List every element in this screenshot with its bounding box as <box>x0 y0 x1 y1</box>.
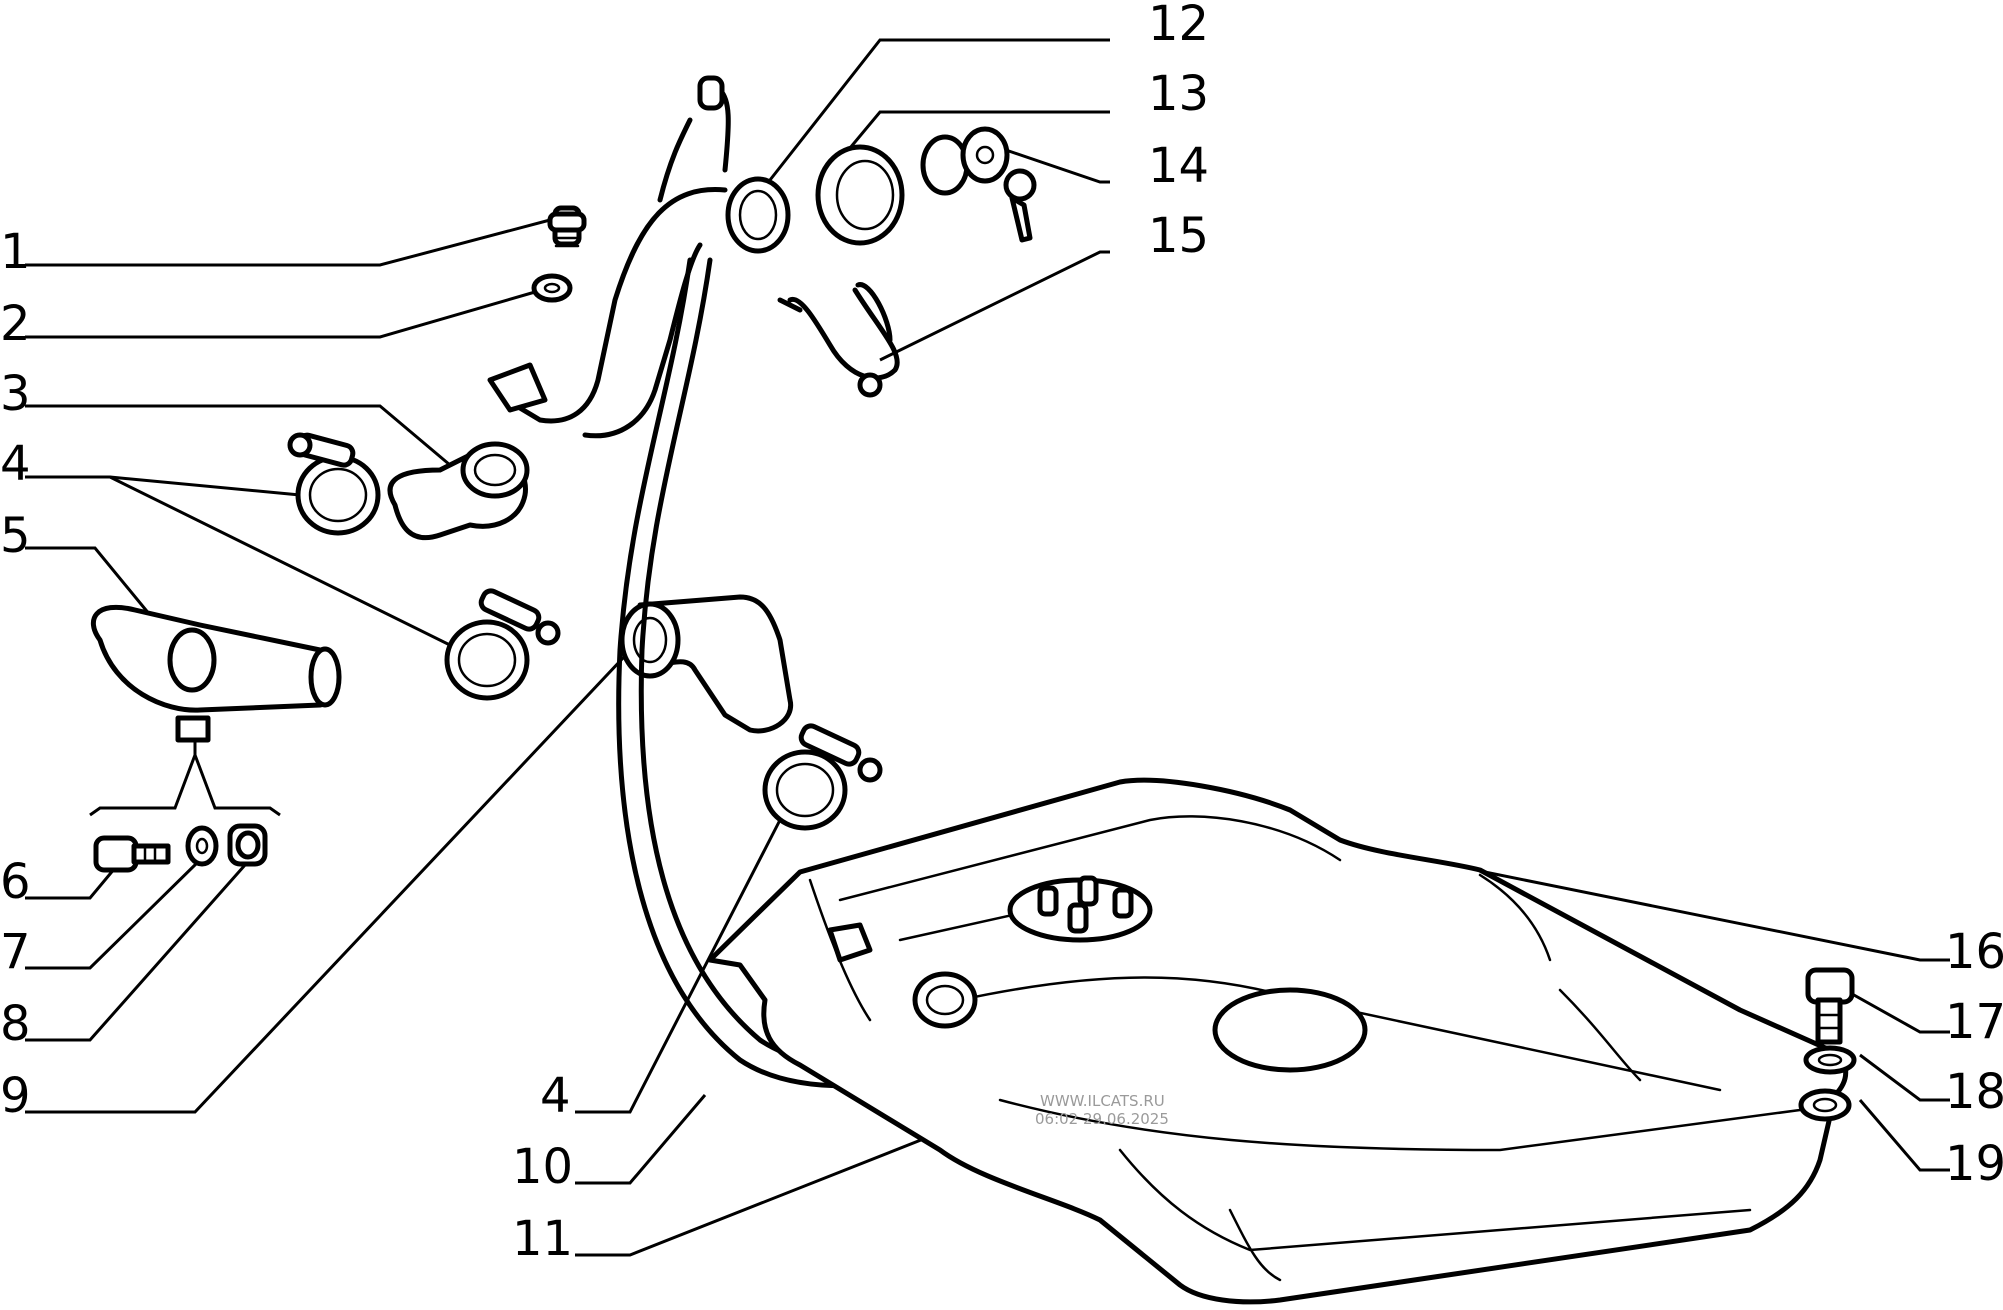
callout-8: 8 <box>0 996 31 1052</box>
part-4-clamp-lower <box>762 723 883 831</box>
callout-1: 1 <box>0 224 31 280</box>
part-3-elbow-hose <box>387 441 530 541</box>
part-18-spring-washer <box>1803 1045 1857 1075</box>
callout-labels: 1 2 3 4 5 6 7 8 9 4 10 11 12 13 14 15 16… <box>0 0 2003 1267</box>
callout-16: 16 <box>1945 924 2003 980</box>
part-1-plug <box>547 205 587 248</box>
callout-3: 3 <box>0 366 31 422</box>
part-7-washer <box>185 825 219 867</box>
part-19-flat-washer <box>1798 1088 1852 1122</box>
part-14-fuel-cap <box>920 126 1037 243</box>
watermark-site: WWW.ILCATS.RU <box>1040 1092 1165 1110</box>
part-16-fuel-tank <box>707 777 1849 1305</box>
part-8-bushing <box>227 823 268 867</box>
callout-4-lower: 4 <box>540 1068 571 1124</box>
watermark: WWW.ILCATS.RU 06:02 29.06.2025 <box>1035 1092 1169 1128</box>
callout-9: 9 <box>0 1068 31 1124</box>
callout-7: 7 <box>0 924 31 980</box>
part-4-clamp-upper <box>287 432 381 536</box>
callout-15: 15 <box>1148 208 1209 264</box>
part-6-bolt <box>93 835 171 873</box>
callout-4-upper: 4 <box>0 436 31 492</box>
callout-17: 17 <box>1945 994 2003 1050</box>
callout-10: 10 <box>512 1139 573 1195</box>
part-17-bolt <box>1805 967 1855 1045</box>
callout-12: 12 <box>1148 0 1209 52</box>
callout-6: 6 <box>0 854 31 910</box>
callout-18: 18 <box>1945 1064 2003 1120</box>
callout-13: 13 <box>1148 66 1209 122</box>
part-4-clamp-middle <box>444 588 561 701</box>
part-13-seal-ring <box>815 144 905 246</box>
part-2-washer <box>531 273 573 303</box>
callout-14: 14 <box>1148 138 1209 194</box>
callout-2: 2 <box>0 296 31 352</box>
part-15-clip <box>777 282 900 398</box>
part-9-filler-elbow <box>619 594 794 734</box>
watermark-timestamp: 06:02 29.06.2025 <box>1035 1110 1169 1128</box>
part-5-bent-tube <box>90 604 342 743</box>
callout-11: 11 <box>512 1211 573 1267</box>
callout-19: 19 <box>1945 1136 2003 1192</box>
part-12-filler-neck <box>487 75 791 439</box>
callout-5: 5 <box>0 508 31 564</box>
